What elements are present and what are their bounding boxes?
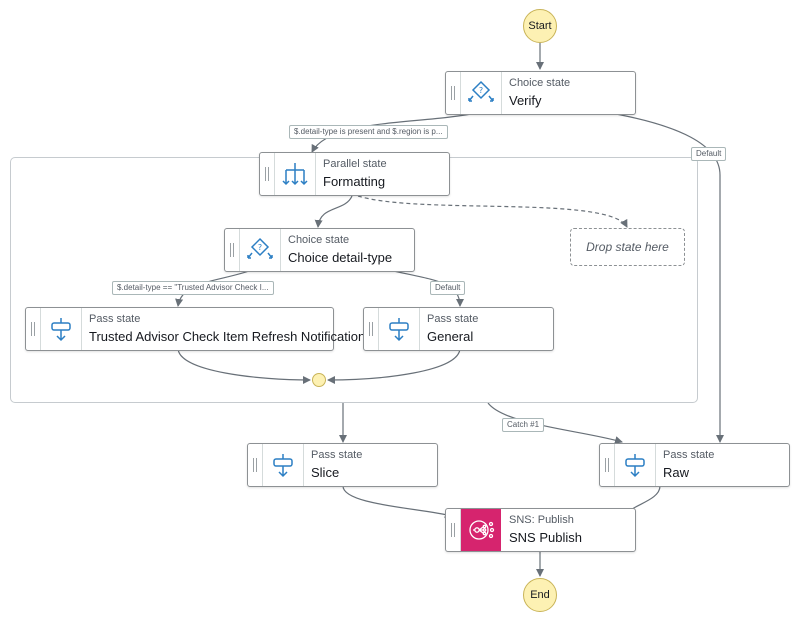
start-node[interactable]: Start (523, 9, 557, 43)
sns-icon (461, 509, 501, 551)
state-trusted-advisor[interactable]: Pass state Trusted Advisor Check Item Re… (25, 307, 365, 351)
state-type-label: Pass state (663, 449, 715, 461)
pass-icon (41, 308, 82, 350)
drag-handle[interactable] (225, 229, 240, 271)
drop-state-zone[interactable]: Drop state here (570, 228, 685, 266)
state-type-label: SNS: Publish (509, 514, 574, 526)
drag-handle[interactable] (260, 153, 275, 195)
end-label: End (530, 589, 550, 601)
svg-text:?: ? (479, 86, 483, 95)
drag-handle[interactable] (446, 72, 461, 114)
edge-label-catch[interactable]: Catch #1 (502, 418, 545, 432)
drag-handle[interactable] (26, 308, 41, 350)
state-sns-publish[interactable]: SNS: Publish SNS Publish (445, 508, 636, 552)
state-type-label: Pass state (427, 313, 479, 325)
state-general[interactable]: Pass state General (363, 307, 554, 351)
state-type-label: Choice state (288, 234, 350, 246)
state-formatting[interactable]: Parallel state Formatting (259, 152, 450, 196)
state-name-label: Verify (509, 93, 542, 108)
state-verify[interactable]: ? Choice state Verify (445, 71, 636, 115)
edge-formatting-drop (357, 195, 628, 228)
pass-icon (379, 308, 420, 350)
state-slice[interactable]: Pass state Slice (247, 443, 438, 487)
end-node[interactable]: End (523, 578, 557, 612)
edge-verify-formatting (311, 111, 483, 153)
choice-icon: ? (240, 229, 281, 271)
state-name-label: General (427, 329, 474, 344)
drop-state-label: Drop state here (586, 240, 669, 254)
parallel-join-node (312, 373, 326, 387)
state-name-label: Slice (311, 465, 340, 480)
state-type-label: Choice state (509, 77, 571, 89)
state-type-label: Pass state (311, 449, 363, 461)
edge-general-join (327, 347, 461, 384)
state-name-label: Trusted Advisor Check Item Refresh Notif… (89, 329, 366, 344)
state-type-label: Pass state (89, 313, 141, 325)
edge-label-choice-default[interactable]: Default (430, 281, 466, 295)
state-name-label: Choice detail-type (288, 250, 393, 265)
state-name-label: Formatting (323, 174, 386, 189)
drag-handle[interactable] (248, 444, 263, 486)
edge-label-choice-rule[interactable]: $.detail-type == "Trusted Advisor Check … (112, 281, 274, 295)
svg-text:?: ? (258, 243, 262, 252)
drag-handle[interactable] (364, 308, 379, 350)
edge-slice-sns (342, 485, 453, 519)
drag-handle[interactable] (600, 444, 615, 486)
edge-label-verify-rule[interactable]: $.detail-type is present and $.region is… (289, 125, 448, 139)
state-name-label: Raw (663, 465, 690, 480)
choice-icon: ? (461, 72, 502, 114)
pass-icon (615, 444, 656, 486)
edge-trusted-join (177, 347, 311, 384)
edge-label-verify-default[interactable]: Default (691, 147, 727, 161)
state-name-label: SNS Publish (509, 530, 582, 545)
state-choice-detail-type[interactable]: ? Choice state Choice detail-type (224, 228, 415, 272)
drag-handle[interactable] (446, 509, 461, 551)
edge-formatting-choice (314, 195, 353, 228)
state-raw[interactable]: Pass state Raw (599, 443, 790, 487)
parallel-icon (275, 153, 316, 195)
start-label: Start (528, 20, 552, 32)
pass-icon (263, 444, 304, 486)
edge-parallel-raw-catch (487, 402, 623, 444)
state-type-label: Parallel state (323, 158, 387, 170)
edge-verify-raw-default (604, 111, 724, 443)
